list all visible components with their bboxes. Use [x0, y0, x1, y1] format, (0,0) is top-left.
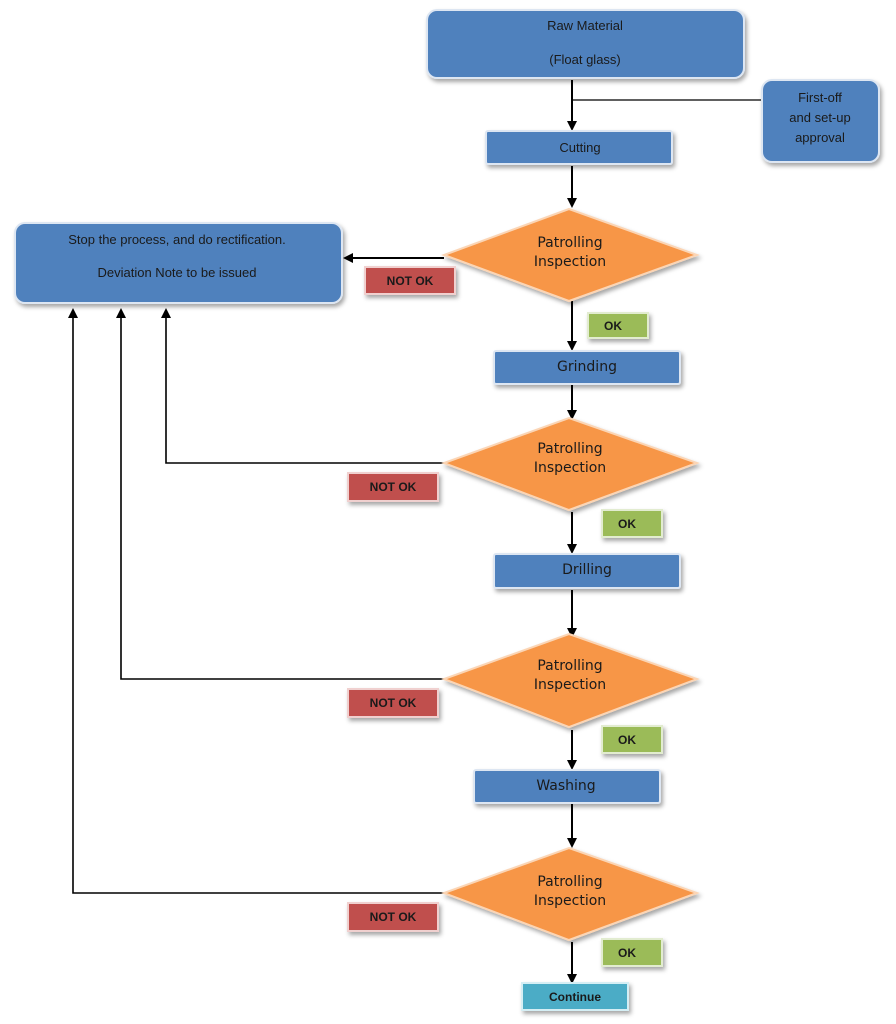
inspection-diamond-4: Patrolling Inspection: [441, 846, 700, 942]
drilling-label: Drilling: [562, 562, 612, 578]
not-ok-tag-4: NOT OK: [347, 902, 439, 932]
ok-tag-3-label: OK: [618, 733, 636, 747]
drilling-box: Drilling: [493, 553, 681, 589]
ok-tag-1: OK: [587, 312, 649, 339]
arrow-inspection-3-to-stop: [116, 308, 444, 680]
ok-tag-1-label: OK: [604, 319, 622, 333]
first-off-line3: approval: [795, 130, 845, 145]
inspection-3-line2: Inspection: [534, 677, 606, 693]
ok-tag-4-label: OK: [618, 946, 636, 960]
inspection-2-line2: Inspection: [534, 460, 606, 476]
inspection-1-line1: Patrolling: [537, 235, 602, 251]
continue-box: Continue: [521, 982, 629, 1011]
ok-tag-2-label: OK: [618, 517, 636, 531]
inspection-diamond-1: Patrolling Inspection: [441, 207, 700, 303]
ok-tag-3: OK: [601, 725, 663, 754]
raw-material-line2: (Float glass): [549, 52, 621, 67]
inspection-2-line1: Patrolling: [537, 441, 602, 457]
arrow-inspection-4-to-stop: [68, 308, 444, 894]
inspection-4-line1: Patrolling: [537, 874, 602, 890]
ok-tag-2: OK: [601, 509, 663, 538]
cutting-label: Cutting: [559, 140, 600, 155]
inspection-4-line2: Inspection: [534, 893, 606, 909]
not-ok-tag-3-label: NOT OK: [370, 696, 417, 710]
stop-line1: Stop the process, and do rectification.: [68, 232, 286, 247]
first-off-approval-box: First-off and set-up approval: [761, 79, 880, 163]
not-ok-tag-1-label: NOT OK: [387, 274, 434, 288]
ok-tag-4: OK: [601, 938, 663, 967]
first-off-line1: First-off: [798, 90, 842, 105]
stop-line2: Deviation Note to be issued: [98, 265, 257, 280]
inspection-diamond-2: Patrolling Inspection: [441, 416, 700, 512]
stop-process-box: Stop the process, and do rectification. …: [14, 222, 343, 304]
washing-box: Washing: [473, 769, 661, 804]
arrow-inspection-2-to-stop: [161, 308, 444, 464]
grinding-label: Grinding: [557, 359, 617, 375]
not-ok-tag-3: NOT OK: [347, 688, 439, 718]
not-ok-tag-2-label: NOT OK: [370, 480, 417, 494]
not-ok-tag-1: NOT OK: [364, 266, 456, 295]
grinding-box: Grinding: [493, 350, 681, 385]
raw-material-line1: Raw Material: [547, 18, 623, 33]
raw-material-box: Raw Material (Float glass): [426, 9, 745, 79]
first-off-line2: and set-up: [789, 110, 850, 125]
cutting-box: Cutting: [485, 130, 673, 165]
washing-label: Washing: [536, 778, 595, 794]
not-ok-tag-2: NOT OK: [347, 472, 439, 502]
inspection-diamond-3: Patrolling Inspection: [441, 632, 700, 729]
inspection-1-line2: Inspection: [534, 254, 606, 270]
inspection-3-line1: Patrolling: [537, 658, 602, 674]
continue-label: Continue: [549, 990, 601, 1004]
connectors: [68, 80, 762, 984]
not-ok-tag-4-label: NOT OK: [370, 910, 417, 924]
